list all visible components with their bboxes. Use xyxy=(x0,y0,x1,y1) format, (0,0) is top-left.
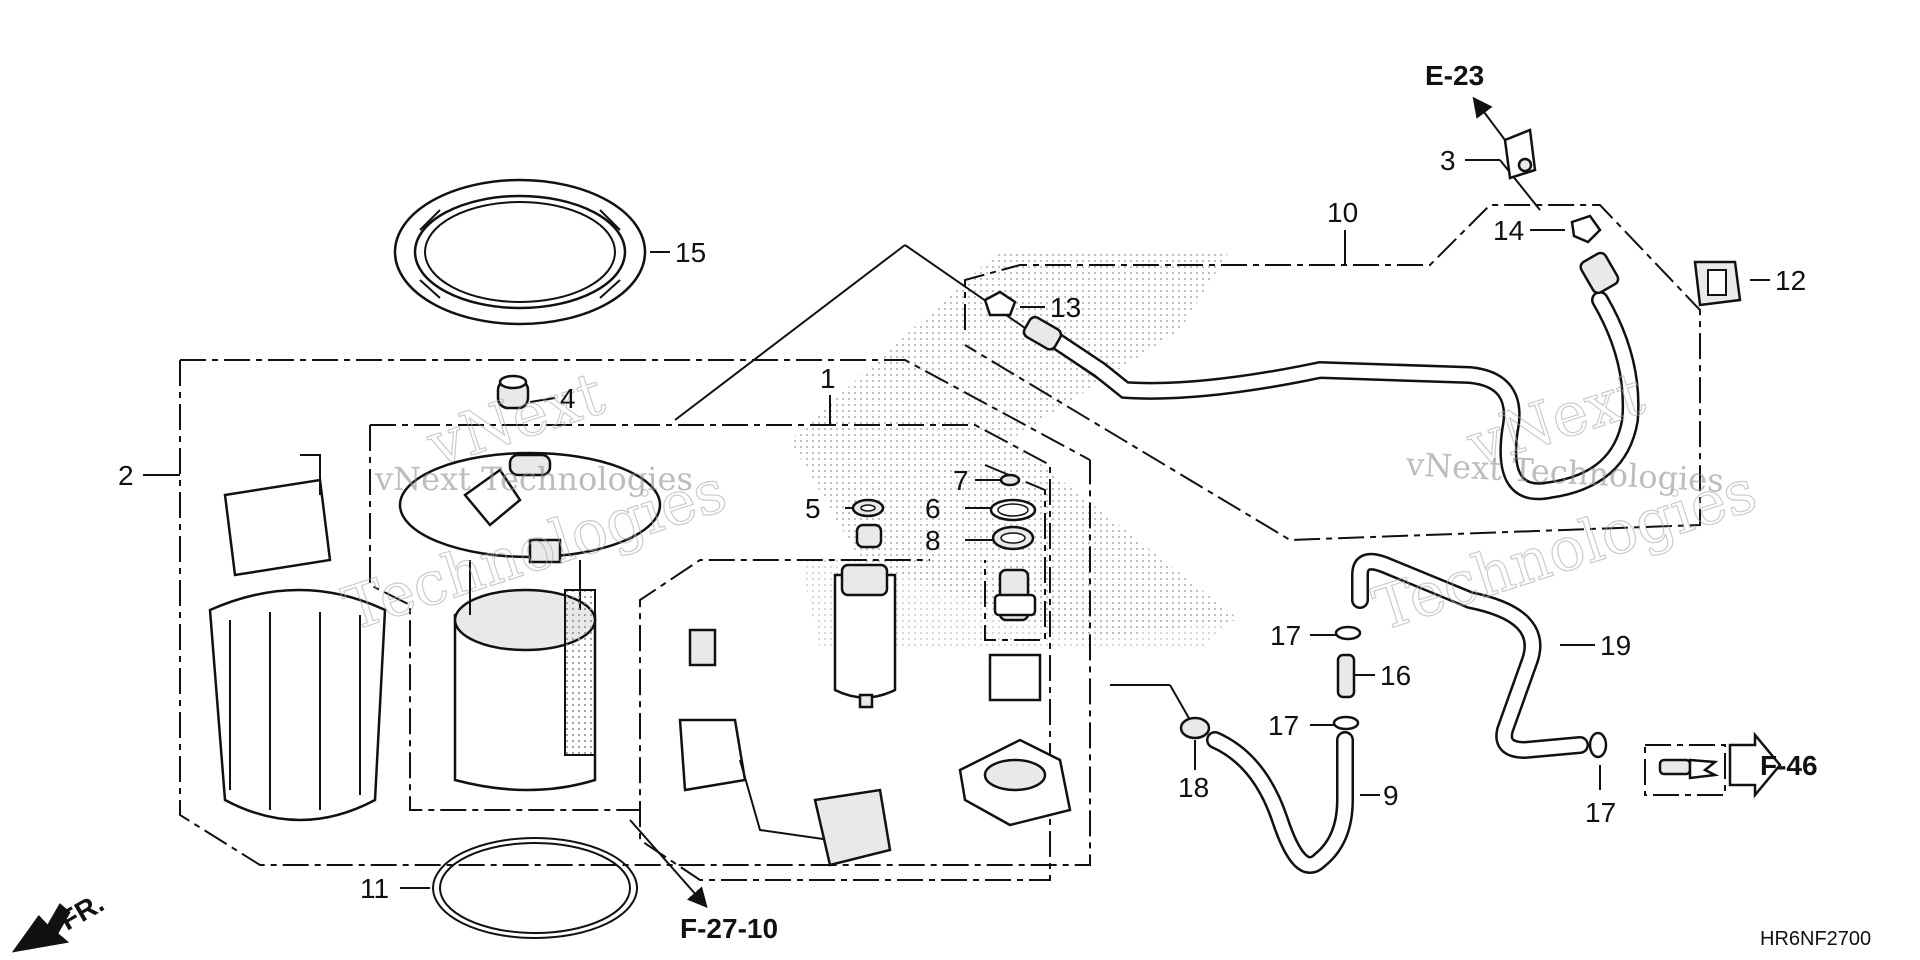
callout-19: 19 xyxy=(1600,630,1631,661)
callout-12: 12 xyxy=(1775,265,1806,296)
part-7-seal[interactable] xyxy=(999,473,1021,487)
part-8-seal[interactable] xyxy=(991,525,1035,551)
callout-5: 5 xyxy=(805,493,821,524)
part-19-vent-hose[interactable] xyxy=(1351,552,1589,760)
callout-2: 2 xyxy=(118,460,134,491)
part-6-o-ring[interactable] xyxy=(989,498,1037,522)
part-16-joint[interactable] xyxy=(1336,653,1356,699)
part-13-clip[interactable] xyxy=(983,290,1017,317)
part-17-clamp-middle[interactable] xyxy=(1332,715,1360,731)
callout-6: 6 xyxy=(925,493,941,524)
part-5-o-ring[interactable] xyxy=(851,498,885,549)
callout-15: 15 xyxy=(675,237,706,268)
part-12-grommet[interactable] xyxy=(1693,260,1742,307)
drawing-code: HR6NF2700 xyxy=(1760,928,1871,950)
connector-f46[interactable] xyxy=(1658,731,1782,799)
callout-9: 9 xyxy=(1383,780,1399,811)
pressure-regulator[interactable] xyxy=(988,568,1042,702)
callout-17c: 17 xyxy=(1585,797,1616,828)
part-18-clamp[interactable] xyxy=(1179,716,1211,740)
ref-f46: F-46 xyxy=(1760,750,1818,781)
part-15-lock-ring[interactable] xyxy=(393,178,647,326)
callout-3: 3 xyxy=(1440,145,1456,176)
part-10-fuel-feed-hose[interactable] xyxy=(1022,251,1640,501)
callout-8: 8 xyxy=(925,525,941,556)
svg-text:vNext Technologies: vNext Technologies xyxy=(374,460,693,498)
callout-17a: 17 xyxy=(1270,620,1301,651)
part-17-clamp-lower[interactable] xyxy=(1588,731,1608,759)
ref-e23: E-23 xyxy=(1425,60,1484,91)
part-1-fuel-pump-module[interactable] xyxy=(398,451,662,792)
callout-7: 7 xyxy=(953,465,969,496)
front-direction-arrow-icon xyxy=(11,903,71,953)
callout-14: 14 xyxy=(1493,215,1524,246)
callout-4: 4 xyxy=(560,383,576,414)
watermark-right: vNext Technologies vNext Technologies xyxy=(1365,358,1765,646)
filter-base[interactable] xyxy=(958,738,1072,827)
part-17-clamp-upper[interactable] xyxy=(1334,625,1362,641)
callout-18: 18 xyxy=(1178,772,1209,803)
fuel-level-sender[interactable] xyxy=(678,628,892,867)
assembly-boundaries xyxy=(179,204,1726,881)
callout-17b: 17 xyxy=(1268,710,1299,741)
part-4-grommet[interactable] xyxy=(496,374,530,410)
callout-1: 1 xyxy=(820,363,836,394)
part-2-filter-housing[interactable] xyxy=(208,454,387,822)
part-3-bracket[interactable] xyxy=(1503,128,1537,180)
part-9-vent-hose[interactable] xyxy=(1206,731,1354,874)
ref-front: FR. xyxy=(55,887,110,936)
part-14-clip[interactable] xyxy=(1570,214,1602,244)
callout-10: 10 xyxy=(1327,197,1358,228)
callout-labels: 1 2 3 4 5 6 7 8 9 10 11 12 13 14 15 16 1… xyxy=(118,145,1806,904)
callout-11: 11 xyxy=(360,873,389,904)
fuel-pump-body[interactable] xyxy=(833,563,897,709)
part-11-gasket[interactable] xyxy=(432,837,638,939)
ref-f2710: F-27-10 xyxy=(680,913,778,944)
callout-16: 16 xyxy=(1380,660,1411,691)
callout-13: 13 xyxy=(1050,292,1081,323)
